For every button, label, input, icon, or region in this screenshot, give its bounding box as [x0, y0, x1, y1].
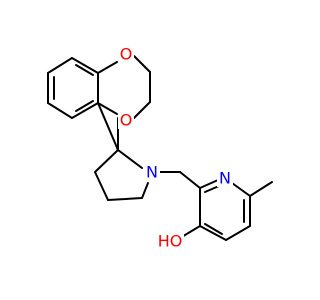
bond	[199, 225, 227, 241]
atom-hydroxyl: HO	[156, 232, 184, 251]
bond	[179, 171, 201, 189]
bond	[97, 102, 119, 151]
bond	[71, 102, 99, 119]
bond	[133, 101, 151, 119]
bond	[97, 61, 118, 74]
bond	[97, 102, 118, 115]
bond	[133, 55, 151, 73]
atom-label: O	[120, 111, 133, 130]
bond	[199, 179, 219, 189]
double-bond-inner	[204, 185, 220, 193]
atom-label: N	[219, 169, 231, 188]
bond	[47, 57, 73, 74]
double-bond-inner	[75, 64, 94, 76]
atom-label: N	[146, 163, 158, 182]
atom-n-pyrrolidine: N	[144, 163, 160, 182]
bond	[71, 57, 99, 74]
atom-o-bottom: O	[118, 111, 134, 130]
atom-n-pyridine: N	[217, 169, 233, 188]
double-bond-inner	[75, 100, 94, 112]
pyrrolidine-ring	[94, 149, 149, 201]
bond	[231, 182, 251, 197]
molecule-structure: O O N N HO	[47, 45, 273, 251]
pyridine-ring	[199, 179, 251, 241]
bond	[225, 225, 251, 241]
bond	[141, 182, 149, 199]
atom-label: O	[120, 45, 133, 64]
atom-o-top: O	[118, 45, 134, 64]
double-bond-inner	[204, 223, 223, 235]
bond	[94, 149, 119, 173]
bond	[117, 149, 143, 169]
bond	[107, 197, 143, 201]
atom-label: HO	[158, 232, 183, 251]
bond	[94, 171, 109, 201]
bond	[47, 102, 73, 119]
methyl-bond	[249, 181, 273, 197]
dioxane-ring	[97, 55, 151, 119]
benzene-ring	[47, 57, 99, 119]
